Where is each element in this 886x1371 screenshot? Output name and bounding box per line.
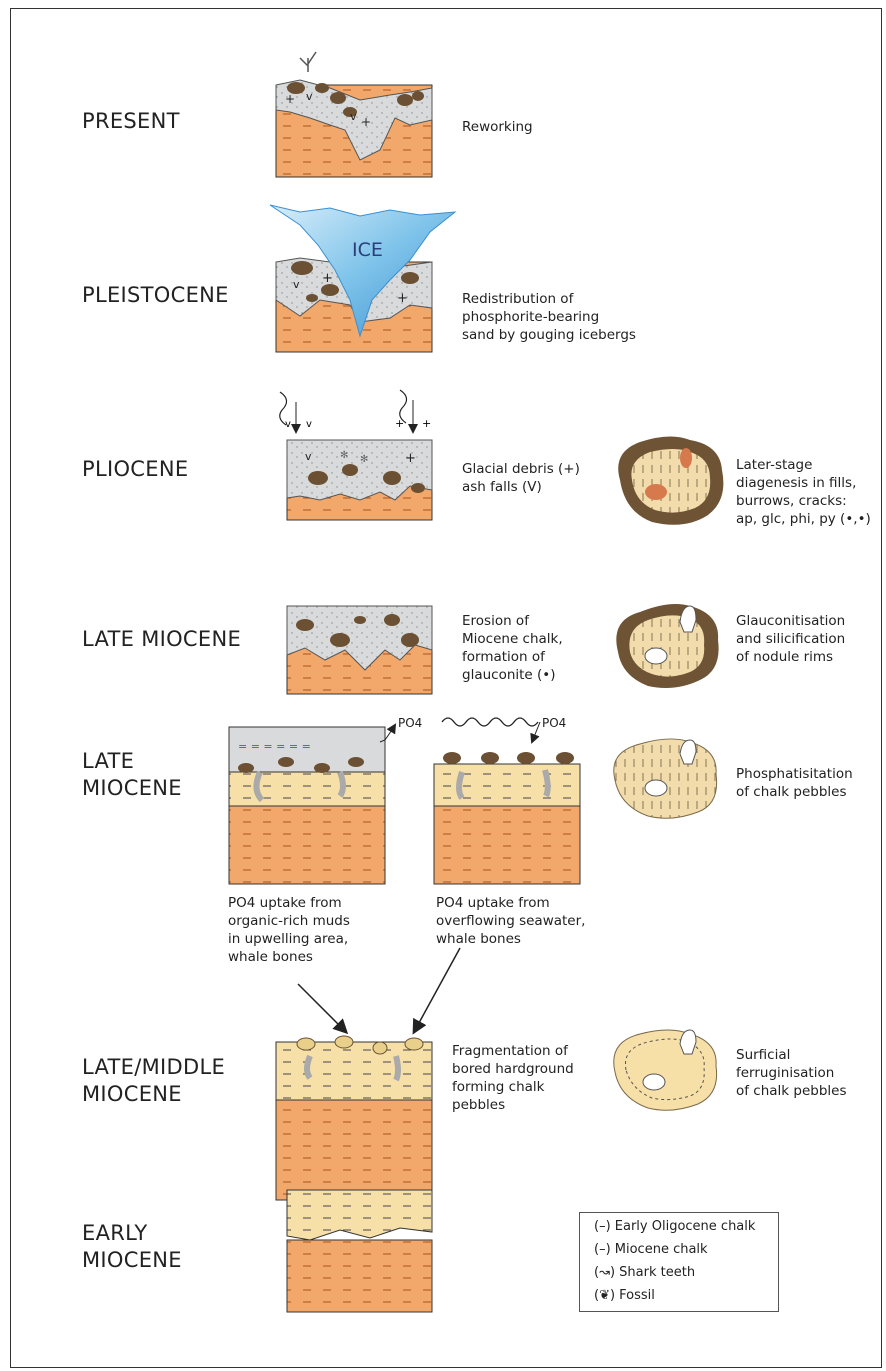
svg-text:v: v (306, 419, 312, 430)
legend-box: (–) Early Oligocene chalk (–) Miocene ch… (579, 1212, 779, 1312)
svg-text:v: v (350, 110, 357, 123)
late-miocene-block-2b (434, 718, 580, 884)
late-middle-nodule (614, 1030, 717, 1110)
po4-label-left: PO4 (398, 716, 422, 730)
svg-text:+: + (405, 451, 416, 466)
note-late-middle-nodule: Surficial ferruginisation of chalk pebbl… (736, 1046, 847, 1100)
late-miocene-nodule-2 (614, 739, 717, 818)
legend-item-fossil: (❦) Fossil (594, 1288, 655, 1303)
note-po4-left: PO4 uptake from organic-rich muds in upw… (228, 894, 350, 966)
svg-text:= = = = = =: = = = = = = (238, 740, 311, 753)
late-miocene-nodule-1 (616, 604, 718, 688)
svg-text:+: + (322, 271, 333, 286)
svg-text:ICE: ICE (352, 239, 383, 261)
svg-text:+: + (361, 115, 371, 129)
stage-late-middle-miocene: LATE/MIDDLE MIOCENE (82, 1054, 225, 1108)
note-late-middle: Fragmentation of bored hardground formin… (452, 1042, 574, 1114)
late-middle-block (276, 1036, 432, 1200)
pliocene-block: + v ✻ ✻ v v + + (280, 390, 432, 520)
present-block: + + v v (276, 52, 432, 177)
svg-text:v: v (305, 450, 312, 463)
note-pliocene: Glacial debris (+) ash falls (V) (462, 460, 580, 496)
svg-text:✻: ✻ (340, 450, 348, 461)
svg-text:v: v (285, 419, 291, 430)
note-po4-right: PO4 uptake from overflowing seawater, wh… (436, 894, 585, 948)
svg-text:+: + (422, 417, 431, 430)
early-miocene-block (287, 1190, 432, 1312)
note-pliocene-nodule: Later-stage diagenesis in fills, burrows… (736, 456, 871, 528)
stage-present: PRESENT (82, 108, 180, 135)
stage-late-miocene-1: LATE MIOCENE (82, 626, 241, 653)
stage-pliocene: PLIOCENE (82, 456, 188, 483)
pleistocene-block: ICE + + v (270, 205, 455, 352)
legend-item-miocene-chalk: (–) Miocene chalk (594, 1242, 708, 1257)
svg-text:v: v (293, 278, 300, 291)
note-late-miocene-1-nodule: Glauconitisation and silicification of n… (736, 612, 845, 666)
legend-item-early-oligocene: (–) Early Oligocene chalk (594, 1219, 755, 1234)
late-miocene-block-2a: = = = = = = (229, 725, 395, 884)
po4-label-right: PO4 (542, 716, 566, 730)
svg-text:v: v (306, 90, 313, 103)
stage-pleistocene: PLEISTOCENE (82, 282, 229, 309)
late-miocene-block-1 (287, 606, 432, 694)
svg-text:✻: ✻ (360, 454, 368, 465)
pliocene-nodule (618, 436, 723, 524)
note-late-miocene-1: Erosion of Miocene chalk, formation of g… (462, 612, 563, 684)
stage-early-miocene: EARLY MIOCENE (82, 1220, 182, 1274)
svg-text:+: + (285, 92, 295, 106)
stage-late-miocene-2: LATE MIOCENE (82, 748, 182, 802)
note-pleistocene: Redistribution of phosphorite-bearing sa… (462, 290, 636, 344)
svg-text:+: + (397, 291, 408, 306)
note-present: Reworking (462, 118, 533, 136)
legend-item-shark-teeth: (↝) Shark teeth (594, 1265, 695, 1280)
note-late-miocene-2-nodule: Phosphatisitation of chalk pebbles (736, 765, 853, 801)
svg-text:+: + (395, 417, 404, 430)
